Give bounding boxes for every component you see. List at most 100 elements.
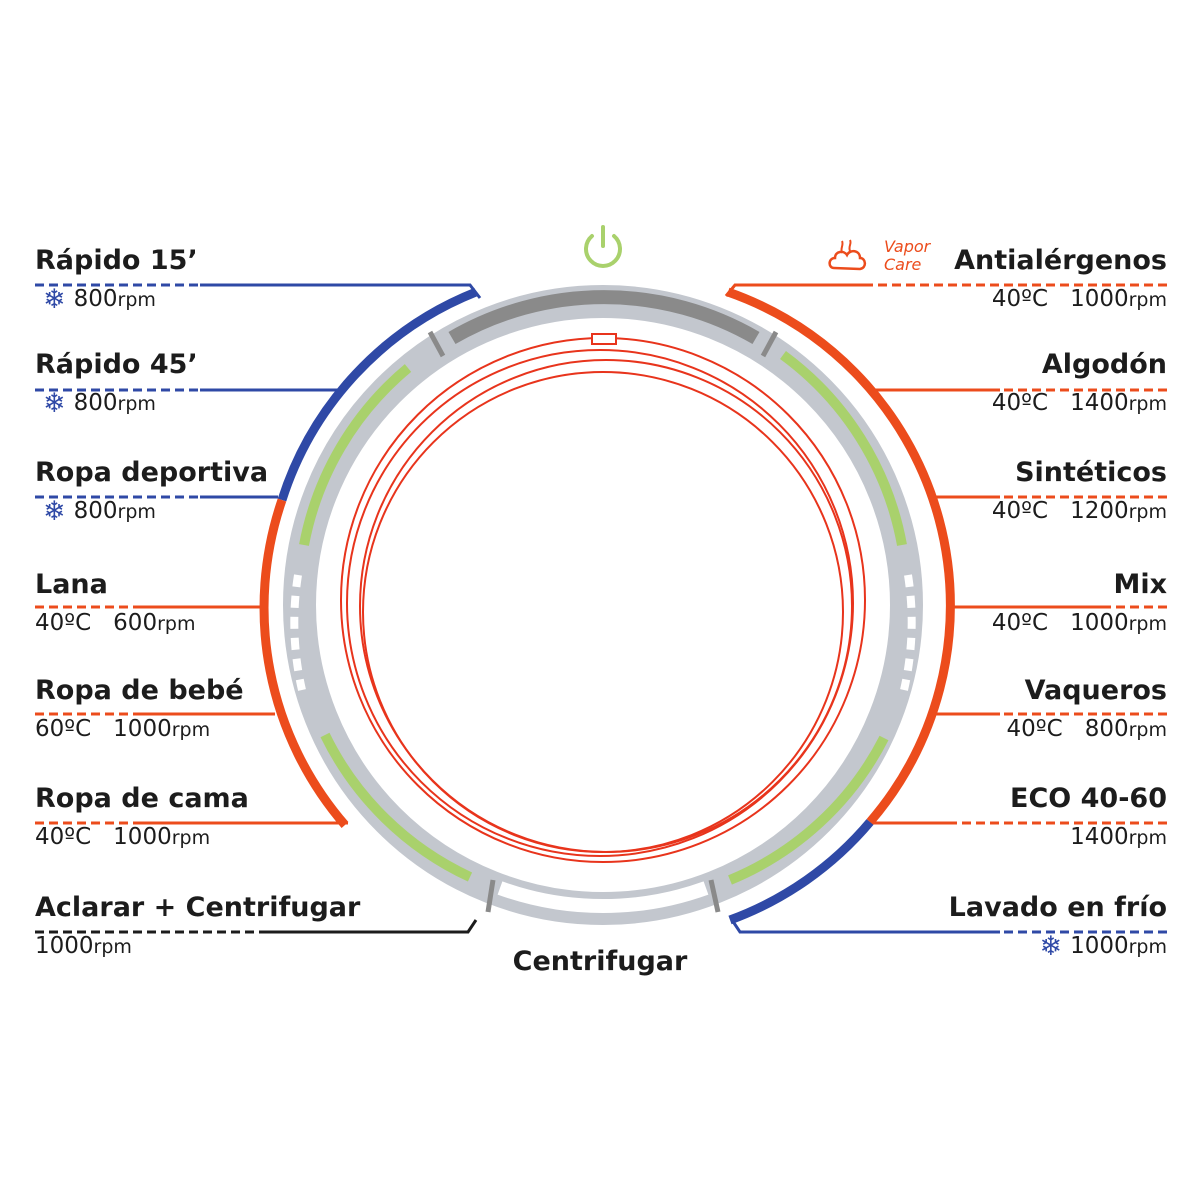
program-spec: 40ºC 600rpm <box>35 608 595 639</box>
program-spec: 40ºC 800rpm <box>607 714 1167 745</box>
program-name: Rápido 15’ <box>35 245 198 276</box>
blue-arc-left <box>277 287 478 502</box>
rpm-unit: rpm <box>117 393 156 415</box>
rpm-unit: rpm <box>1128 613 1167 635</box>
program-centrifugar[interactable]: Centrifugar <box>512 946 688 977</box>
program-antialergenos[interactable]: Antialérgenos 40ºC 1000rpm <box>607 244 1167 315</box>
rpm-unit: rpm <box>1128 827 1167 849</box>
program-temp: 40ºC <box>991 390 1049 416</box>
program-name: ECO 40-60 <box>1010 783 1167 814</box>
program-temp: 40ºC <box>1006 716 1063 742</box>
program-name: Sintéticos <box>1015 457 1167 488</box>
rpm-unit: rpm <box>1128 393 1167 415</box>
orange-arc-right <box>726 287 955 825</box>
program-spec: ❄ 1000rpm <box>607 931 1167 962</box>
vapor-care-line2: Care <box>884 255 922 274</box>
program-sinteticos[interactable]: Sintéticos 40ºC 1200rpm <box>607 456 1167 527</box>
program-rapido-45[interactable]: Rápido 45’ ❄ 800rpm <box>35 348 595 419</box>
snowflake-icon: ❄ <box>43 284 66 315</box>
snowflake-icon: ❄ <box>1039 931 1063 962</box>
program-lana[interactable]: Lana 40ºC 600rpm <box>35 568 595 639</box>
program-temp: 40ºC <box>991 286 1049 312</box>
program-rpm: 1200 <box>1070 498 1129 524</box>
left-leader-lines <box>35 283 482 934</box>
program-temp: 40ºC <box>991 610 1049 636</box>
program-rpm: 1000 <box>113 716 172 742</box>
program-ropa-de-bebe[interactable]: Ropa de bebé 60ºC 1000rpm <box>35 674 595 745</box>
program-rapido-15[interactable]: Rápido 15’ ❄800rpm <box>35 244 595 315</box>
program-rpm: 1000 <box>1070 286 1129 312</box>
program-rpm: 1000 <box>1070 933 1129 959</box>
program-mix[interactable]: Mix 40ºC 1000rpm <box>607 568 1167 639</box>
program-spec: 40ºC 1200rpm <box>607 496 1167 527</box>
program-name: Ropa deportiva <box>35 457 269 488</box>
steam-cloud-icon <box>828 239 867 271</box>
program-temp: 40ºC <box>991 498 1049 524</box>
program-temp: 40ºC <box>35 824 92 850</box>
blue-arc-right <box>728 819 874 925</box>
program-name: Aclarar + Centrifugar <box>35 892 361 923</box>
program-name: Lavado en frío <box>948 892 1167 923</box>
rpm-unit: rpm <box>171 827 211 849</box>
program-spec: 40ºC 1000rpm <box>35 822 595 853</box>
top-segment <box>448 290 760 345</box>
rpm-unit: rpm <box>117 289 156 311</box>
orange-arc-left <box>259 498 349 828</box>
program-name: Rápido 45’ <box>35 349 198 380</box>
side-dash-segments <box>290 574 916 691</box>
program-name: Mix <box>1113 569 1167 600</box>
program-name: Ropa de bebé <box>35 675 244 706</box>
vapor-care-line1: Vapor <box>884 237 931 256</box>
drum-rings <box>340 333 866 863</box>
program-spec: 40ºC 1000rpm <box>607 284 1167 315</box>
program-name: Algodón <box>1041 349 1167 380</box>
power-icon[interactable] <box>578 224 628 270</box>
program-aclarar-centrifugar[interactable]: Aclarar + Centrifugar 1000rpm <box>35 891 595 962</box>
snowflake-icon: ❄ <box>43 388 66 419</box>
selector-ring-inner-edge <box>316 318 890 892</box>
program-name: Lana <box>35 569 108 600</box>
program-name: Antialérgenos <box>954 245 1167 276</box>
program-spec: ❄ 800rpm <box>35 388 595 419</box>
snowflake-icon: ❄ <box>43 496 66 527</box>
vapor-care-label: Vapor Care <box>884 238 930 274</box>
program-eco-40-60[interactable]: ECO 40-60 1400rpm <box>607 782 1167 853</box>
program-rpm: 600 <box>113 610 158 636</box>
program-rpm: 800 <box>73 390 118 416</box>
ring-separators <box>427 330 779 913</box>
program-spec: ❄ 800rpm <box>35 496 595 527</box>
program-rpm: 1000 <box>113 824 172 850</box>
rpm-unit: rpm <box>1128 289 1167 311</box>
program-name: Vaqueros <box>1024 675 1167 706</box>
program-temp: 40ºC <box>35 610 92 636</box>
program-rpm: 1000 <box>1070 610 1129 636</box>
rpm-unit: rpm <box>1128 719 1167 741</box>
program-rpm: 800 <box>1084 716 1129 742</box>
rpm-unit: rpm <box>157 613 196 635</box>
program-temp: 60ºC <box>35 716 92 742</box>
rpm-unit: rpm <box>171 719 211 741</box>
program-ropa-de-cama[interactable]: Ropa de cama 40ºC 1000rpm <box>35 782 595 853</box>
program-rpm: 800 <box>73 498 118 524</box>
program-vaqueros[interactable]: Vaqueros 40ºC 800rpm <box>607 674 1167 745</box>
program-name: Ropa de cama <box>35 783 249 814</box>
rpm-unit: rpm <box>1128 501 1167 523</box>
rpm-unit: rpm <box>117 501 156 523</box>
outer-program-arcs <box>259 287 955 925</box>
program-lavado-en-frio[interactable]: Lavado en frío ❄ 1000rpm <box>607 891 1167 962</box>
bottom-segment <box>497 881 709 913</box>
program-spec: 1400rpm <box>607 822 1167 853</box>
rpm-unit: rpm <box>93 936 132 958</box>
green-segments <box>299 350 907 885</box>
program-rpm: 1400 <box>1070 824 1129 850</box>
program-spec: 60ºC 1000rpm <box>35 714 595 745</box>
rpm-unit: rpm <box>1128 936 1167 958</box>
program-spec: 1000rpm <box>35 931 595 962</box>
program-rpm: 1000 <box>35 933 94 959</box>
program-spec: ❄800rpm <box>35 284 595 315</box>
program-rpm: 1400 <box>1070 390 1129 416</box>
program-ropa-deportiva[interactable]: Ropa deportiva ❄ 800rpm <box>35 456 595 527</box>
program-algodon[interactable]: Algodón 40ºC 1400rpm <box>607 348 1167 419</box>
